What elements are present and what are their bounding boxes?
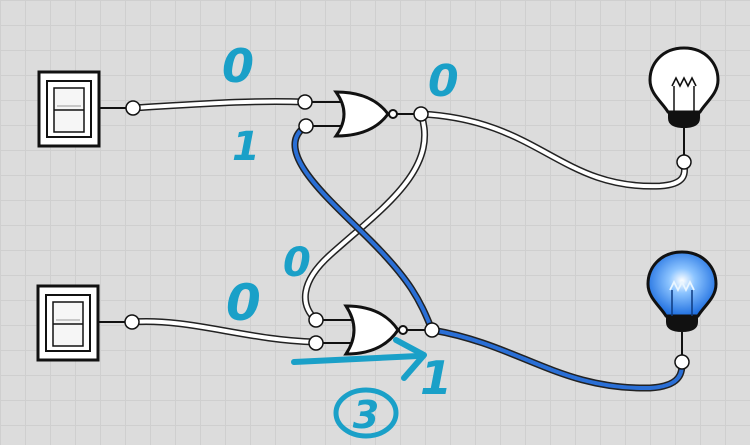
toggle-switch-top[interactable] [37, 70, 141, 148]
nor-gate-bottom[interactable] [308, 304, 440, 356]
bulb-top-input-pin[interactable] [676, 154, 692, 170]
annotation-step-number: 3 [353, 393, 379, 437]
nor-top-bubble [388, 109, 398, 119]
nor-top-output-pin[interactable] [413, 106, 429, 122]
wire-switch1-to-nor1[interactable] [129, 97, 309, 112]
light-bulb-bottom-on[interactable] [646, 250, 718, 370]
annotation-arrow-icon [291, 337, 427, 381]
annotation-bottom-output: 1 [420, 351, 452, 405]
annotation-bottom-input-a: 0 [283, 240, 311, 286]
annotation-top-input-a: 0 [222, 39, 254, 93]
annotation-bottom-input-b: 0 [226, 274, 261, 332]
switch-bottom-output-pin[interactable] [124, 314, 140, 330]
nor-gate-top[interactable] [297, 90, 429, 138]
switch-top-output-pin[interactable] [125, 100, 141, 116]
wire-nor1-out-to-bulb1[interactable] [417, 110, 688, 190]
nor-top-input-a-pin[interactable] [297, 94, 313, 110]
wire-switch2-to-nor2[interactable] [128, 318, 319, 346]
light-bulb-top-off[interactable] [648, 46, 720, 170]
annotation-top-input-b: 1 [232, 124, 260, 170]
annotation-step-badge: 3 [333, 387, 399, 439]
wire-nor2-out-to-bulb2[interactable] [428, 326, 686, 392]
nor-bottom-input-a-pin[interactable] [308, 312, 324, 328]
nor-bottom-output-pin[interactable] [424, 322, 440, 338]
annotation-top-output: 0 [428, 56, 459, 107]
wire-nor1-out-to-nor2-in[interactable] [301, 110, 429, 324]
toggle-switch-bottom[interactable] [36, 284, 140, 362]
nor-bottom-bubble [398, 325, 408, 335]
wire-nor2-out-to-nor1-in[interactable] [291, 122, 436, 334]
nor-top-input-b-pin[interactable] [298, 118, 314, 134]
nor-bottom-input-b-pin[interactable] [308, 335, 324, 351]
bulb-bottom-input-pin[interactable] [674, 354, 690, 370]
